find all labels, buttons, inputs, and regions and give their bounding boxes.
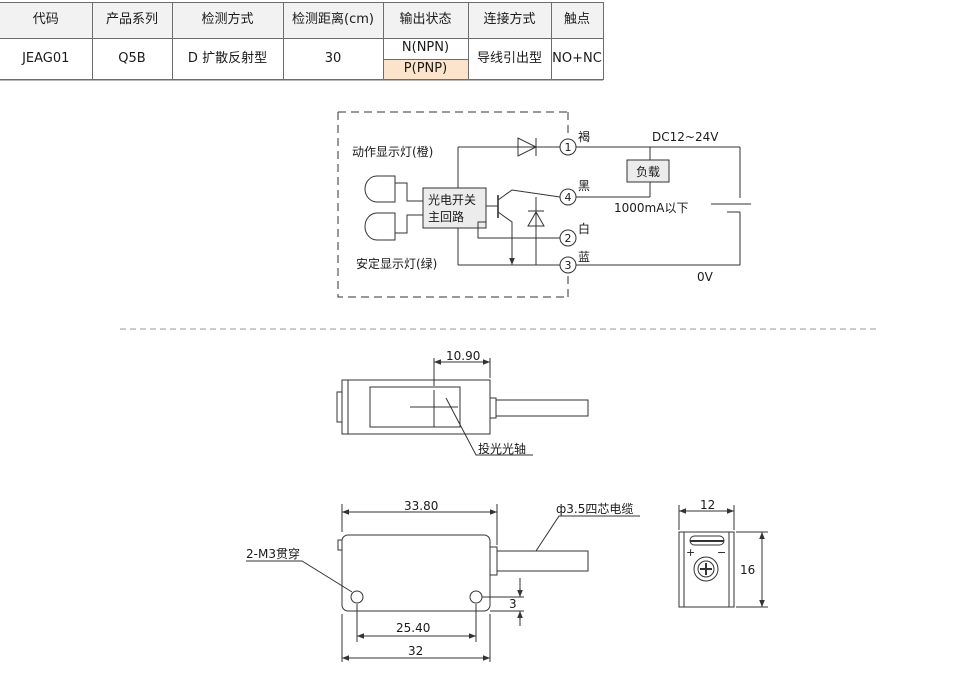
main-circuit-box: [422, 187, 487, 229]
cable-side: [495, 399, 589, 417]
terminal-3: 3: [559, 256, 577, 274]
offset-dimension: 10.90: [446, 349, 480, 363]
terminal-4: 4: [559, 188, 577, 206]
sensor-front-body: [341, 534, 491, 612]
supply-label: DC12~24V: [652, 130, 719, 144]
circuit-diagram: 动作显示灯(橙) 安定显示灯(绿) 光电开关 主回路 1: [337, 111, 751, 298]
protection-diode-icon: [517, 137, 538, 157]
hole-spacing-dimension: 25.40: [396, 621, 430, 635]
current-label: 1000mA以下: [614, 201, 688, 215]
ground-label: 0V: [697, 270, 714, 284]
load-box: [626, 159, 670, 183]
cell-distance: 30: [282, 38, 384, 80]
svg-text:3: 3: [565, 259, 572, 272]
header-method: 检测方式: [171, 2, 284, 39]
header-output: 输出状态: [382, 2, 469, 39]
cell-output: N(NPN) P(PNP): [382, 38, 469, 80]
side-view: 10.90 投光光轴: [336, 349, 589, 456]
svg-text:1: 1: [565, 141, 572, 154]
svg-text:4: 4: [565, 191, 572, 204]
sensor-boundary: [337, 111, 568, 298]
terminal-2: 2: [559, 229, 577, 247]
stable-led-icon: [364, 212, 396, 241]
load-label: 负载: [636, 165, 660, 179]
output-npn: N(NPN): [383, 39, 468, 60]
end-view: + − 12 16: [678, 498, 768, 608]
wire-brown-label: 褐: [578, 129, 590, 144]
cable-front: [496, 550, 589, 572]
header-connection: 连接方式: [467, 2, 552, 39]
cable-label: ф3.5四芯电缆: [556, 502, 633, 516]
table-row: JEAG01 Q5B D 扩散反射型 30 N(NPN) P(PNP) 导线引出…: [0, 38, 604, 80]
front-view: 33.80 ф3.5四芯电缆 2-M3贯穿 25.40 32 3: [246, 499, 640, 662]
header-contact: 触点: [550, 2, 604, 39]
action-led-label: 动作显示灯(橙): [352, 144, 433, 159]
cell-method: D 扩散反射型: [171, 38, 284, 80]
main-circuit-label-1: 光电开关: [428, 193, 476, 207]
cell-contact: NO+NC: [550, 38, 604, 80]
header-code: 代码: [0, 2, 93, 39]
cell-series: Q5B: [91, 38, 173, 80]
wire-blue-label: 蓝: [578, 250, 590, 264]
main-circuit-label-2: 主回路: [428, 209, 464, 224]
mount-hole-right: [469, 590, 483, 604]
mount-hole-left: [350, 590, 364, 604]
hole-label: 2-M3贯穿: [246, 546, 300, 561]
stable-led-label: 安定显示灯(绿): [356, 256, 437, 271]
output-pnp: P(PNP): [383, 59, 468, 79]
action-led-icon: [364, 175, 396, 203]
cell-code: JEAG01: [0, 38, 93, 80]
end-height-dimension: 16: [740, 563, 755, 577]
terminal-1: 1: [559, 138, 577, 156]
cell-connection: 导线引出型: [467, 38, 552, 80]
hole-offset-dimension: 3: [509, 597, 517, 611]
minus-mark: −: [717, 546, 726, 559]
end-width-dimension: 12: [700, 498, 715, 512]
wire-black-label: 黑: [578, 179, 590, 193]
svg-text:2: 2: [565, 232, 572, 245]
plus-mark: +: [686, 546, 695, 559]
spec-table: 代码 产品系列 检测方式 检测距离(cm) 输出状态 连接方式 触点 JEAG0…: [0, 2, 604, 80]
zener-diode-icon: [527, 210, 545, 227]
total-width-dimension: 32: [408, 644, 423, 658]
optical-axis-label: 投光光轴: [478, 441, 526, 456]
width-top-dimension: 33.80: [404, 499, 438, 513]
wire-white-label: 白: [578, 221, 590, 236]
